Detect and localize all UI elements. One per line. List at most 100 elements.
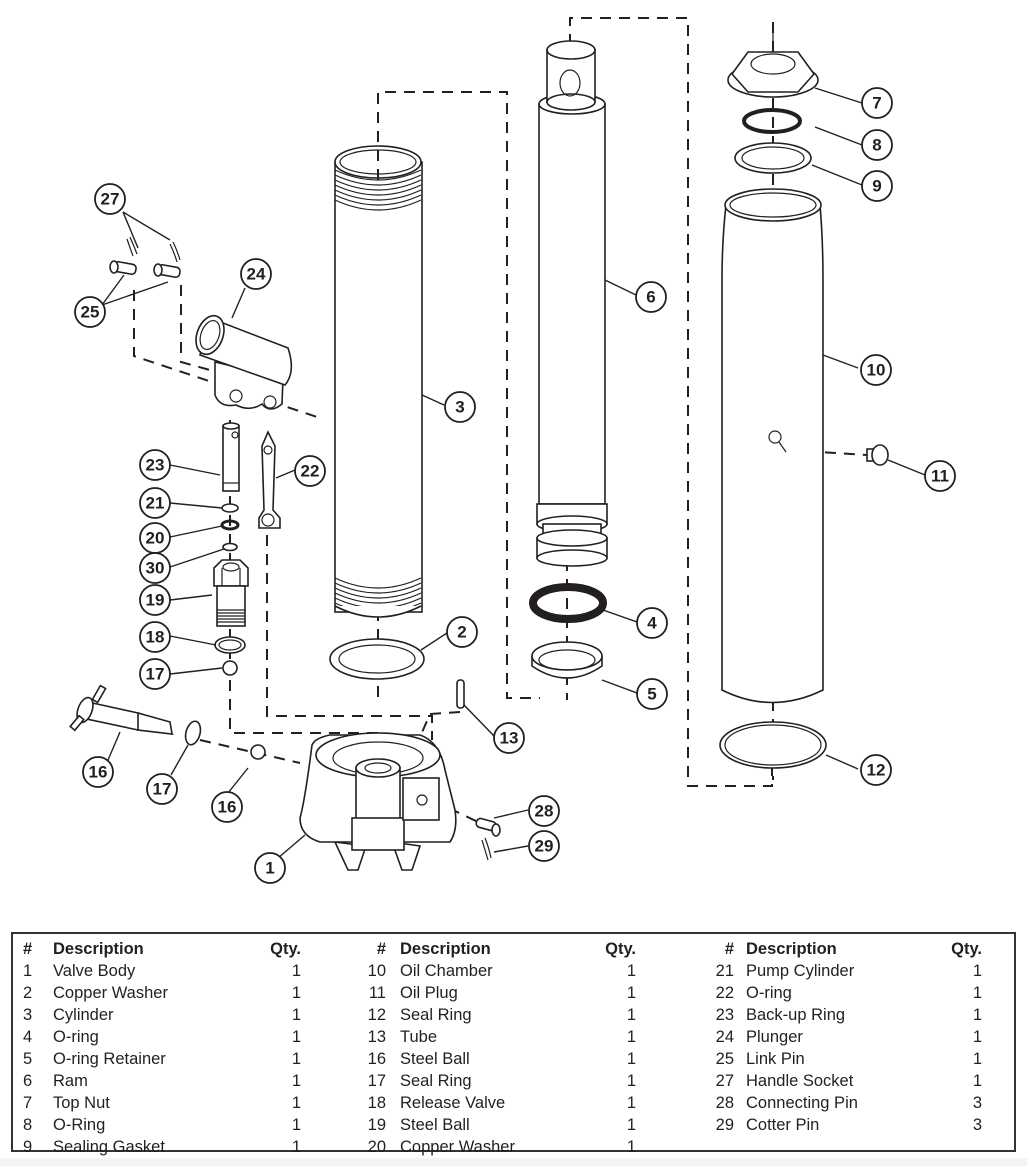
callout-30: 30	[139, 552, 171, 584]
svg-text:24: 24	[247, 265, 266, 284]
part-description: Sealing Gasket	[53, 1138, 165, 1156]
part-valve-body	[299, 732, 457, 871]
part-quantity: 3	[972, 1116, 982, 1134]
svg-text:21: 21	[146, 494, 165, 513]
part-quantity: 1	[291, 1006, 301, 1024]
callout-3: 3	[444, 391, 476, 423]
part-quantity: 3	[972, 1094, 982, 1112]
part-link-pin	[258, 430, 281, 529]
svg-text:17: 17	[153, 780, 172, 799]
part-seal-ring-small	[184, 720, 202, 746]
part-number: 25	[715, 1050, 734, 1068]
callout-28-bottom: 28	[528, 795, 560, 827]
svg-text:2: 2	[457, 623, 466, 642]
svg-text:6: 6	[646, 288, 655, 307]
part-number: 1	[23, 962, 33, 980]
part-quantity: 1	[291, 1050, 301, 1068]
svg-text:10: 10	[867, 361, 886, 380]
header-number: #	[376, 940, 386, 958]
part-number: 22	[715, 984, 734, 1002]
svg-text:11: 11	[931, 467, 949, 486]
callout-20: 18	[139, 621, 171, 653]
callout-8: 8	[861, 129, 893, 161]
header-number: #	[724, 940, 734, 958]
part-quantity: 1	[291, 1138, 301, 1156]
svg-text:12: 12	[867, 761, 886, 780]
part-o-ring-retainer	[531, 641, 603, 679]
part-description: Cylinder	[53, 1006, 114, 1024]
part-quantity: 1	[626, 1050, 636, 1068]
part-number: 18	[367, 1094, 386, 1112]
svg-text:23: 23	[146, 456, 165, 475]
callout-28-top: 25	[74, 296, 106, 328]
part-quantity: 1	[626, 1116, 636, 1134]
part-description: Link Pin	[746, 1050, 805, 1068]
part-quantity: 1	[291, 1028, 301, 1046]
part-quantity: 1	[626, 1006, 636, 1024]
part-description: Copper Washer	[400, 1138, 515, 1156]
part-cotter-pins-top	[126, 236, 181, 263]
part-description: O-ring	[746, 984, 792, 1002]
part-quantity: 1	[626, 1094, 636, 1112]
part-description: Seal Ring	[400, 1006, 472, 1024]
part-number: 3	[23, 1006, 33, 1024]
callout-29-top: 27	[94, 183, 126, 215]
callout-5: 5	[636, 678, 668, 710]
part-description: O-ring Retainer	[53, 1050, 166, 1068]
svg-text:1: 1	[265, 859, 274, 878]
part-number: 28	[715, 1094, 734, 1112]
part-quantity: 1	[291, 962, 301, 980]
part-copper-washer-small	[214, 636, 246, 654]
svg-text:16: 16	[218, 798, 237, 817]
part-description: Top Nut	[53, 1094, 110, 1112]
part-o-ring-pump	[220, 519, 240, 531]
svg-text:30: 30	[146, 559, 165, 578]
part-description: Oil Plug	[400, 984, 458, 1002]
part-quantity: 1	[291, 1072, 301, 1090]
svg-text:16: 16	[89, 763, 108, 782]
svg-text:25: 25	[81, 303, 100, 322]
svg-text:17: 17	[146, 665, 165, 684]
part-handle-socket	[195, 314, 293, 410]
part-oil-chamber	[721, 188, 824, 704]
part-quantity: 1	[972, 1072, 982, 1090]
callout-11: 11	[924, 460, 956, 492]
callout-22: 20	[139, 522, 171, 554]
part-number: 23	[715, 1006, 734, 1024]
callout-25: 22	[294, 455, 326, 487]
callout-10: 10	[860, 354, 892, 386]
callout-27: 24	[240, 258, 272, 290]
part-quantity: 1	[972, 1006, 982, 1024]
part-quantity: 1	[972, 1028, 982, 1046]
part-quantity: 1	[626, 1138, 636, 1156]
part-number: 27	[715, 1072, 734, 1090]
part-copper-washer	[329, 638, 425, 680]
part-quantity: 1	[972, 962, 982, 980]
callout-18: 16	[82, 756, 114, 788]
svg-text:22: 22	[301, 462, 320, 481]
part-steel-ball-16	[250, 744, 266, 760]
part-back-up-ring	[221, 503, 239, 513]
svg-text:29: 29	[535, 837, 554, 856]
part-description: Back-up Ring	[746, 1006, 846, 1024]
exploded-parts-diagram: 27 25 24 3 6 7 8 9 10 11 23 22 21 20 30 …	[69, 17, 956, 884]
callout-24: 23	[139, 449, 171, 481]
part-description: O-ring	[53, 1028, 99, 1046]
part-number: 10	[367, 962, 386, 980]
callout-6: 6	[635, 281, 667, 313]
part-description: O-Ring	[53, 1116, 106, 1134]
part-connecting-pin-lower	[475, 817, 501, 837]
part-number: 2	[23, 984, 33, 1002]
part-description: Release Valve	[400, 1094, 506, 1112]
part-cylinder	[334, 145, 423, 618]
part-ram	[536, 40, 608, 567]
header-number: #	[23, 940, 33, 958]
part-top-nut	[727, 22, 819, 98]
part-sealing-gasket	[734, 142, 812, 174]
part-steel-ball-19	[222, 660, 238, 676]
callout-7: 7	[861, 87, 893, 119]
part-quantity: 1	[972, 1050, 982, 1068]
svg-text:3: 3	[455, 398, 464, 417]
header-description: Description	[400, 940, 491, 958]
